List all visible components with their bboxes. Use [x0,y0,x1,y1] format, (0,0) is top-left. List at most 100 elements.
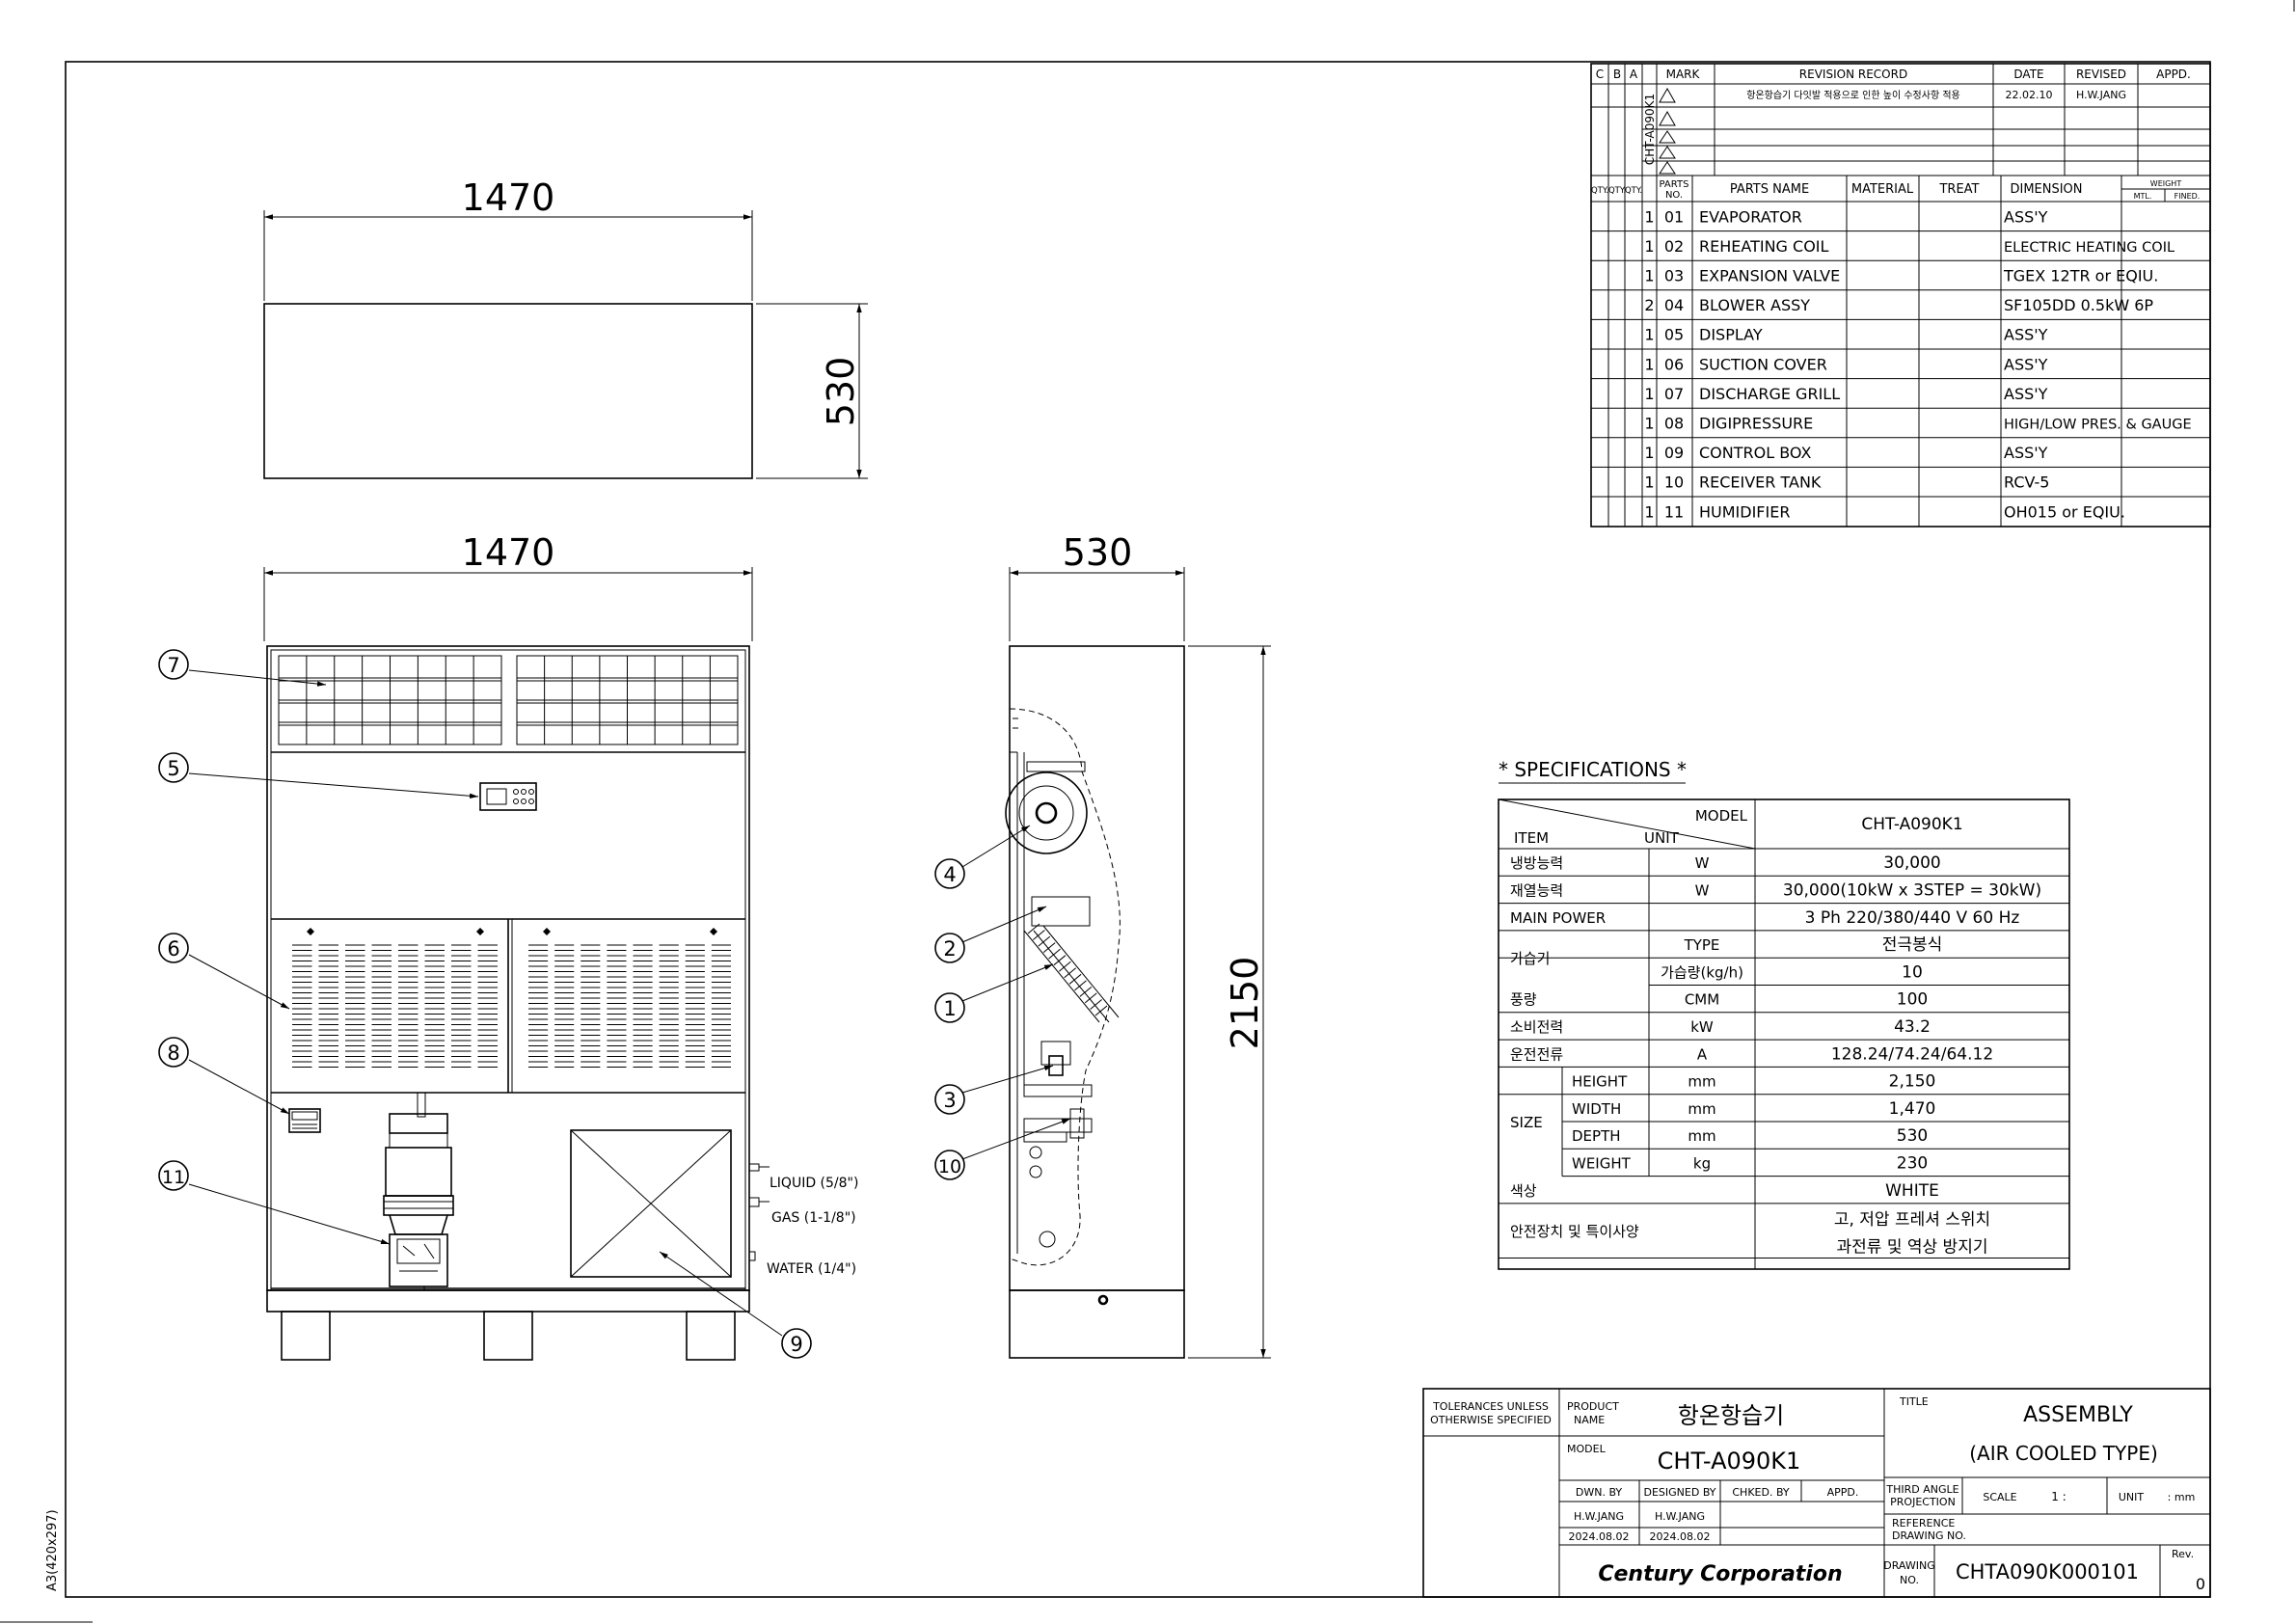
spec-value: 1,470 [1889,1099,1936,1119]
spec-value: 10 [1902,962,1923,982]
spec-sub-item: HEIGHT [1572,1073,1628,1091]
part-qty: 2 [1644,296,1654,314]
parts-weight-mtl: MTL. [2134,192,2152,201]
rev-mark-header: MARK [1666,68,1701,81]
title-label: TITLE [1899,1395,1929,1408]
drawing-title: ASSEMBLY [2023,1403,2133,1427]
part-name: RECEIVER TANK [1699,474,1822,492]
rev-col-c: C [1596,68,1604,81]
height-dimension: 2150 [1224,957,1266,1050]
parts-name-header: PARTS NAME [1730,182,1809,197]
liquid-connection-label: LIQUID (5/8") [770,1176,858,1191]
balloon-4: 4 [934,858,965,889]
part-qty: 1 [1644,237,1654,256]
product-label-1: PRODUCT [1567,1400,1619,1413]
spec-item: 냉방능력 [1510,854,1563,872]
spec-value-line2: 과전류 및 역상 방지기 [1837,1237,1988,1257]
projection-label-1: THIRD ANGLE [1885,1483,1958,1496]
rev-row-1-revised: H.W.JANG [2076,89,2126,101]
rev-date-header: DATE [2013,68,2043,81]
spec-unit: 가습량(kg/h) [1661,963,1743,981]
drawing-subtitle: (AIR COOLED TYPE) [1969,1442,2158,1465]
part-qty: 1 [1644,267,1654,285]
rev-value: 0 [2196,1575,2205,1593]
control-box [570,1129,732,1278]
spec-unit: mm [1688,1073,1715,1091]
evaporator-coil [1027,923,1108,1016]
scale-label: SCALE [1983,1491,2016,1503]
spec-value: 128.24/74.24/64.12 [1831,1044,1993,1064]
specs-model-header: MODEL [1695,807,1748,825]
revision-triangles [1659,87,1676,175]
part-no: 11 [1664,502,1684,521]
part-qty: 1 [1644,474,1654,492]
parts-treat-header: TREAT [1938,182,1979,197]
part-no: 07 [1664,385,1684,403]
tolerances-label-1: TOLERANCES UNLESS [1432,1400,1549,1413]
unit-label: UNIT [2119,1491,2145,1503]
designed-name: H.W.JANG [1655,1510,1705,1523]
part-name: HUMIDIFIER [1699,502,1790,521]
reference-label-2: DRAWING NO. [1892,1529,1966,1542]
parts-dimension-header: DIMENSION [2010,182,2082,197]
spec-item: 재열능력 [1510,881,1563,899]
rev-revised-header: REVISED [2076,68,2126,81]
part-name: SUCTION COVER [1699,355,1827,373]
part-no: 03 [1664,267,1684,285]
drawing-no-label-1: DRAWING [1883,1559,1934,1572]
part-no: 06 [1664,355,1684,373]
part-dimension: RCV-5 [2004,474,2049,492]
svg-text:6: 6 [167,937,179,961]
drawing-no-label-2: NO. [1900,1574,1919,1586]
balloon-3: 3 [934,1084,965,1115]
title-block: TOLERANCES UNLESS OTHERWISE SPECIFIED PR… [1422,1388,2211,1598]
part-qty: 1 [1644,326,1654,344]
rev-col-b: B [1613,68,1621,81]
gas-connection-label: GAS (1-1/8") [771,1210,856,1226]
part-dimension: ASS'Y [2004,385,2048,403]
balloon-5: 5 [158,752,189,783]
spec-unit: TYPE [1684,936,1720,954]
svg-text:8: 8 [167,1042,179,1065]
top-width-dimension: 1470 [462,176,555,219]
front-view-balloons: 7 5 6 8 11 9 [158,649,812,1359]
spec-item: 운전전류 [1510,1045,1563,1063]
sheet-border [65,61,2211,1598]
svg-text:1: 1 [943,997,956,1020]
part-no: 09 [1664,444,1684,462]
parts-no-header-1: PARTS [1660,179,1689,190]
spec-value: 30,000 [1883,853,1940,873]
top-depth-dimension: 530 [820,357,862,427]
part-no: 05 [1664,326,1684,344]
balloon-10: 10 [934,1150,965,1180]
svg-text:11: 11 [162,1167,185,1188]
projection-label-2: PROJECTION [1890,1496,1956,1508]
part-name: EXPANSION VALVE [1699,267,1840,285]
suction-cover [292,928,731,1068]
part-no: 10 [1664,474,1684,492]
discharge-grill [278,655,739,745]
front-width-dimension: 1470 [462,531,555,574]
spec-unit: CMM [1685,991,1719,1009]
part-dimension: ASS'Y [2004,326,2048,344]
part-name: EVAPORATOR [1699,207,1802,226]
spec-value: 43.2 [1894,1017,1931,1037]
part-qty: 1 [1644,502,1654,521]
balloon-9: 9 [781,1328,812,1359]
dwn-by-label: DWN. BY [1576,1486,1623,1499]
part-no: 08 [1664,415,1684,433]
parts-weight-header: WEIGHT [2150,179,2182,188]
rev-row-1-date: 22.02.10 [2006,89,2053,101]
spec-item: 풍량 [1510,991,1537,1009]
spec-value: 230 [1897,1153,1928,1173]
specs-unit-header: UNIT [1644,829,1680,847]
specs-model-value: CHT-A090K1 [1861,815,1962,834]
spec-unit: mm [1688,1127,1715,1145]
spec-sub-item: WEIGHT [1572,1154,1632,1172]
part-name: BLOWER ASSY [1699,296,1810,314]
specs-title: * SPECIFICATIONS * [1499,758,1687,781]
pipe-connections [748,1163,770,1261]
reference-label-1: REFERENCE [1892,1517,1955,1529]
parts-qty-header-a: QTY. [1625,186,1642,196]
